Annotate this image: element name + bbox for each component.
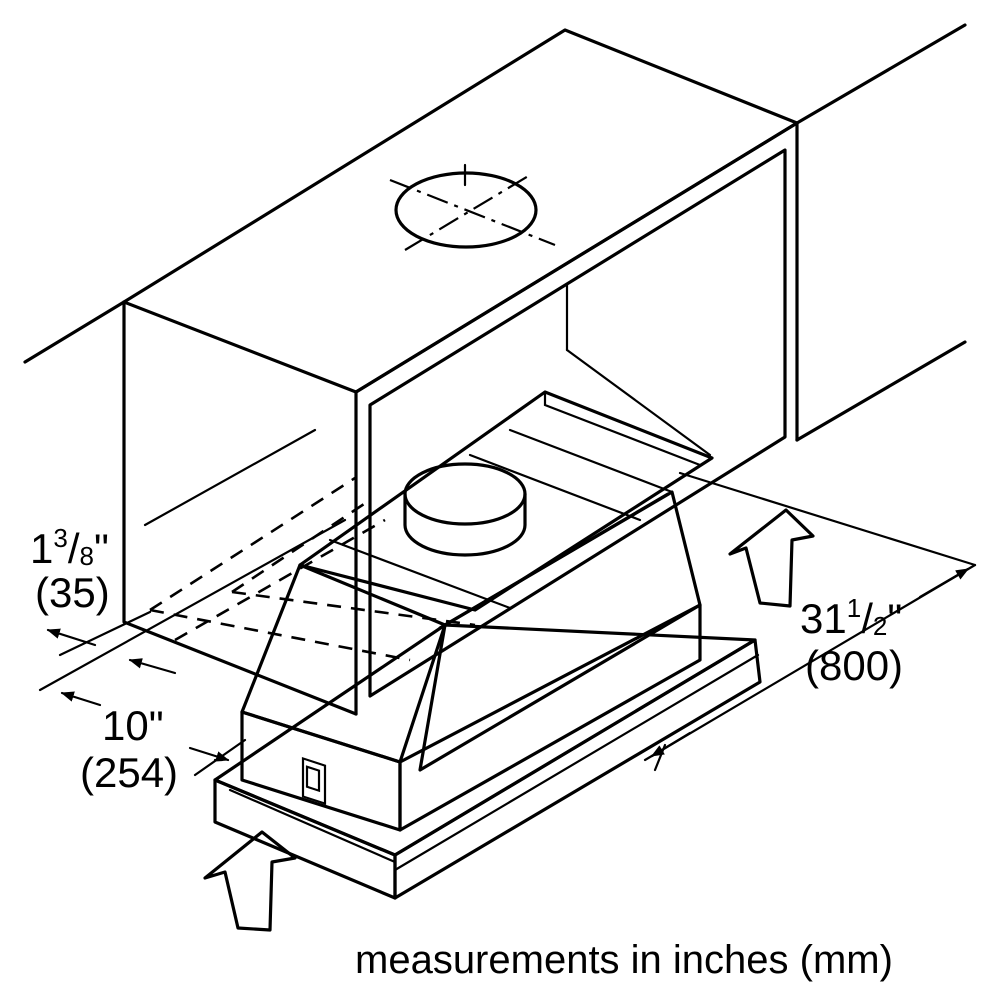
width-denominator: 2 xyxy=(872,611,888,641)
width-dimension-label: 311/2" xyxy=(800,593,903,642)
hood-insert xyxy=(213,390,762,900)
depth-dimension-label: 10" xyxy=(102,702,164,749)
switch-icon xyxy=(301,756,327,806)
duct-outlet-circle-icon xyxy=(403,462,527,557)
flange-numerator: 3 xyxy=(53,523,68,553)
flange-denominator: 8 xyxy=(79,541,94,571)
width-whole: 31 xyxy=(800,595,847,642)
cabinet-enclosure xyxy=(23,23,967,716)
dimension-depth-line xyxy=(38,518,347,777)
dimension-width-line xyxy=(643,471,977,772)
depth-metric-label: (254) xyxy=(80,749,179,796)
measurement-units-caption: measurements in inches (mm) xyxy=(355,938,893,982)
duct-cutout xyxy=(389,163,556,251)
flange-unit: " xyxy=(93,525,109,572)
width-metric-label: (800) xyxy=(805,642,904,689)
width-unit: " xyxy=(887,595,903,642)
airflow-arrow-icon xyxy=(203,830,297,932)
flange-metric-label: (35) xyxy=(35,569,110,616)
flange-dimension-label: 13/8" xyxy=(30,523,109,572)
flange-whole: 1 xyxy=(30,525,54,572)
airflow-arrow-icon xyxy=(728,508,815,608)
hidden-outline xyxy=(149,476,476,662)
dimension-arrow-icon xyxy=(650,567,970,758)
width-numerator: 1 xyxy=(846,593,862,623)
